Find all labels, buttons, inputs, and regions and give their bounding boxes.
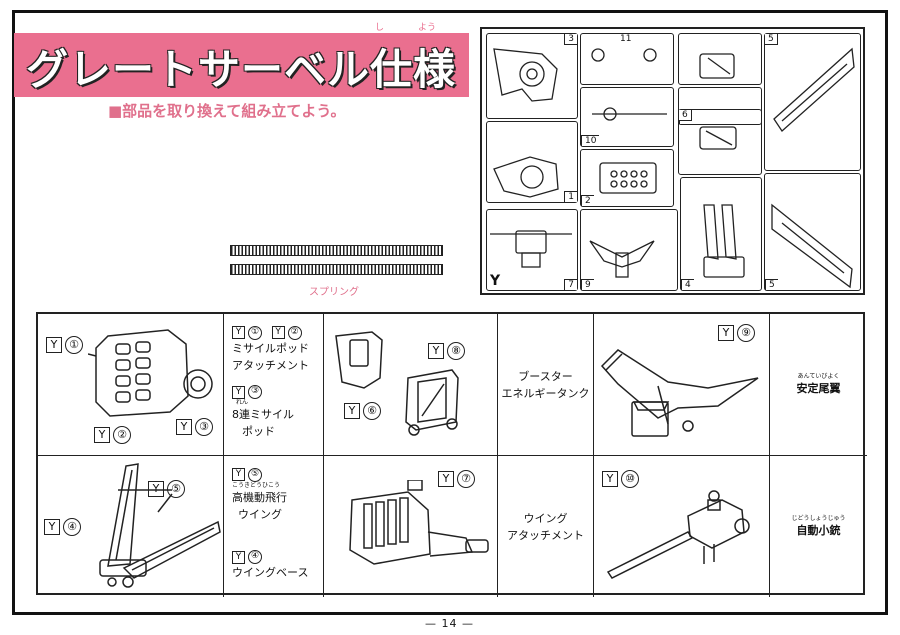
wing-attachment-illustration	[349, 480, 489, 565]
parts-runner: 3 11 5 8 6 10 1 2 7 9 4 5	[480, 27, 865, 295]
runner-cell-5b: 5	[764, 173, 861, 291]
desc-booster-2: エネルギータンク	[501, 386, 590, 400]
runner-cell-11: 11	[580, 33, 674, 85]
booster-tank-illustration	[335, 331, 459, 436]
desc-missile-pod-attach-2: アタッチメント	[232, 358, 309, 372]
runner-cell-7: 7	[486, 209, 578, 291]
desc-wing-base: ウイングベース	[232, 566, 309, 579]
desc-high-mobility-2: ウイング	[238, 507, 282, 521]
desc-booster-1: ブースター	[518, 369, 573, 383]
page-title: グレートサーベル仕様	[26, 45, 457, 94]
desc-8-missile-pod-1: 8連ミサイル	[232, 408, 294, 421]
runner-y-logo: Y	[490, 273, 501, 289]
missile-pod-illustration	[88, 329, 213, 417]
high-mobility-wing-illustration	[99, 463, 221, 588]
cell-desc-wing-attach: ウイング アタッチメント	[498, 456, 594, 597]
runner-cell-5a: 5	[764, 33, 861, 171]
runner-cell-9: 9	[580, 209, 678, 291]
stabilizer-wing-illustration	[600, 349, 759, 437]
spring-lower	[230, 264, 443, 275]
cell-desc-auto-rifle: じどうしょうじゅう 自動小銃	[791, 514, 846, 537]
runner-cell-10: 10	[580, 87, 674, 147]
desc-wing-attach-2: アタッチメント	[507, 528, 584, 542]
desc-high-mobility-1: 高機動飛行	[232, 490, 287, 504]
desc-stabilizer: 安定尾翼	[796, 381, 841, 395]
cell-desc-stabilizer: あんていびよく 安定尾翼	[770, 314, 867, 456]
desc-auto-rifle: 自動小銃	[796, 523, 841, 537]
spring-upper	[230, 245, 443, 256]
page-number: — 14 —	[425, 617, 474, 630]
desc-wing-attach-1: ウイング	[523, 511, 568, 525]
title-ruby-shi: し	[375, 23, 385, 33]
desc-8-missile-pod-2: ポッド	[242, 425, 275, 438]
runner-cell-part	[678, 33, 762, 85]
title-ruby-you: よう	[418, 23, 437, 33]
runner-cell-3: 3	[486, 33, 578, 119]
cell-desc-booster: ブースター エネルギータンク	[498, 314, 594, 456]
runner-cell-4: 4	[680, 177, 762, 291]
title-band	[14, 33, 469, 97]
runner-cell-6: 6	[678, 109, 762, 175]
spring-label: スプリング	[309, 287, 359, 298]
runner-cell-2: 2	[580, 149, 674, 207]
page-frame	[12, 10, 888, 615]
runner-cell-1: 1	[486, 121, 578, 203]
desc-missile-pod-attach-1: ミサイルポッド	[232, 341, 309, 355]
auto-rifle-illustration	[606, 490, 750, 579]
runner-parts-illustration	[490, 47, 855, 289]
page-subtitle: ■部品を取り換えて組み立てよう。	[108, 102, 346, 120]
